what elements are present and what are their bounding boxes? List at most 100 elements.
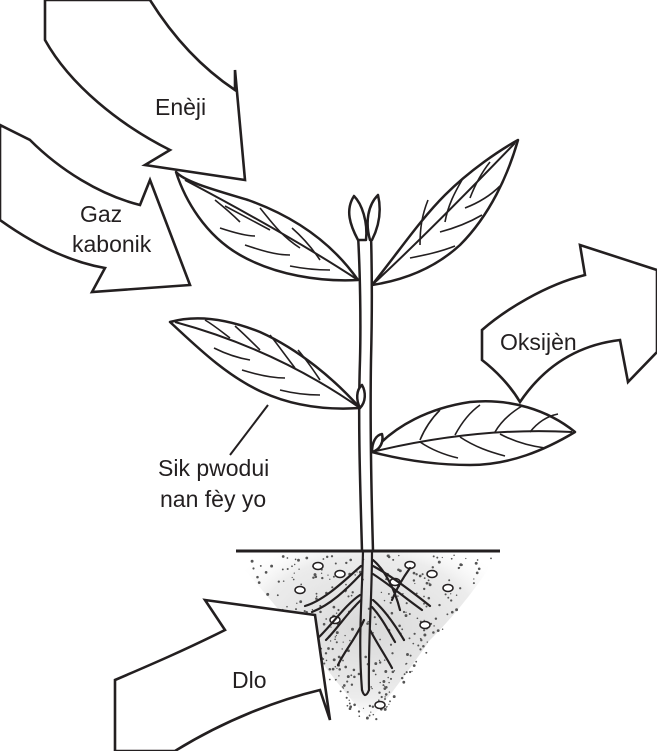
soil-speck (349, 640, 351, 642)
soil-speck (349, 705, 352, 708)
soil-speck (406, 663, 408, 665)
soil-speck (380, 682, 381, 683)
soil-speck (406, 653, 409, 656)
soil-speck (338, 668, 341, 671)
soil-speck (445, 593, 447, 595)
soil-speck (367, 621, 368, 622)
label-energy: Enèji (155, 94, 206, 120)
soil-speck (366, 622, 369, 625)
soil-speck (415, 573, 417, 575)
soil-speck (423, 596, 425, 598)
soil-speck (358, 715, 360, 717)
soil-speck (266, 593, 269, 596)
soil-speck (321, 577, 323, 579)
soil-speck (283, 580, 285, 582)
soil-speck (422, 573, 424, 575)
soil-speck (413, 664, 416, 667)
soil-speck (343, 684, 346, 687)
soil-speck (333, 658, 336, 661)
soil-speck (358, 710, 360, 712)
soil-speck (287, 568, 289, 570)
soil-pebble (443, 585, 453, 592)
soil-speck (394, 670, 396, 672)
soil-speck (388, 556, 391, 559)
soil-speck (401, 628, 403, 630)
soil-speck (426, 582, 429, 585)
soil-speck (379, 661, 381, 663)
soil-speck (435, 617, 437, 619)
soil-speck (425, 652, 427, 654)
soil-speck (465, 558, 466, 559)
soil-speck (438, 604, 440, 606)
soil-speck (382, 680, 385, 683)
soil-speck (351, 684, 353, 686)
soil-speck (423, 634, 426, 637)
soil-speck (347, 595, 349, 597)
soil-speck (429, 583, 432, 586)
soil-speck (336, 635, 337, 636)
soil-speck (477, 559, 479, 561)
soil-speck (346, 697, 348, 699)
soil-speck (384, 708, 387, 711)
soil-speck (335, 636, 337, 638)
soil-speck (323, 662, 325, 664)
soil-speck (419, 648, 421, 650)
soil-speck (478, 567, 481, 570)
soil-speck (295, 608, 297, 610)
label-oxygen: Oksijèn (500, 329, 577, 355)
soil-speck (388, 554, 389, 555)
soil-speck (356, 571, 357, 572)
soil-speck (329, 679, 331, 681)
soil-pebble (420, 622, 430, 629)
soil-pebble (313, 563, 323, 570)
soil-speck (370, 686, 372, 688)
soil-speck (397, 568, 400, 571)
soil-speck (382, 684, 384, 686)
soil-speck (390, 602, 392, 604)
soil-speck (353, 669, 356, 672)
soil-speck (387, 677, 389, 679)
soil-speck (428, 579, 430, 581)
soil-speck (347, 705, 349, 707)
soil-speck (346, 681, 348, 683)
soil-speck (270, 565, 273, 568)
soil-speck (294, 564, 295, 565)
label-sugar-line2: nan fèy yo (160, 486, 266, 512)
soil-speck (296, 603, 297, 604)
soil-speck (347, 675, 350, 678)
soil-speck (350, 674, 352, 676)
soil-speck (336, 641, 338, 643)
soil-pebble (375, 702, 385, 709)
soil-speck (331, 586, 333, 588)
soil-speck (412, 643, 414, 645)
soil-speck (389, 700, 391, 702)
soil-speck (295, 559, 297, 561)
soil-speck (379, 660, 380, 661)
soil-speck (373, 714, 375, 716)
soil-speck (369, 705, 371, 707)
soil-speck (336, 631, 339, 634)
soil-speck (340, 690, 342, 692)
label-co2-line1: Gaz (80, 201, 122, 227)
soil-speck (406, 671, 408, 673)
soil-speck (384, 698, 386, 700)
soil-speck (323, 623, 326, 626)
soil-speck (392, 559, 394, 561)
soil-speck (475, 562, 478, 565)
soil-speck (384, 686, 385, 687)
soil-speck (330, 626, 331, 627)
leaf-middle-left (170, 318, 360, 408)
soil-speck (343, 687, 345, 689)
soil-speck (432, 566, 434, 568)
soil-speck (297, 559, 300, 562)
soil-speck (351, 628, 354, 631)
soil-speck (345, 591, 346, 592)
soil-speck (329, 668, 332, 671)
soil-speck (334, 638, 336, 640)
soil-speck (322, 558, 324, 560)
soil-speck (325, 618, 327, 620)
soil-speck (294, 572, 295, 573)
soil-speck (378, 691, 380, 693)
soil-speck (286, 606, 288, 608)
soil-speck (332, 648, 334, 650)
